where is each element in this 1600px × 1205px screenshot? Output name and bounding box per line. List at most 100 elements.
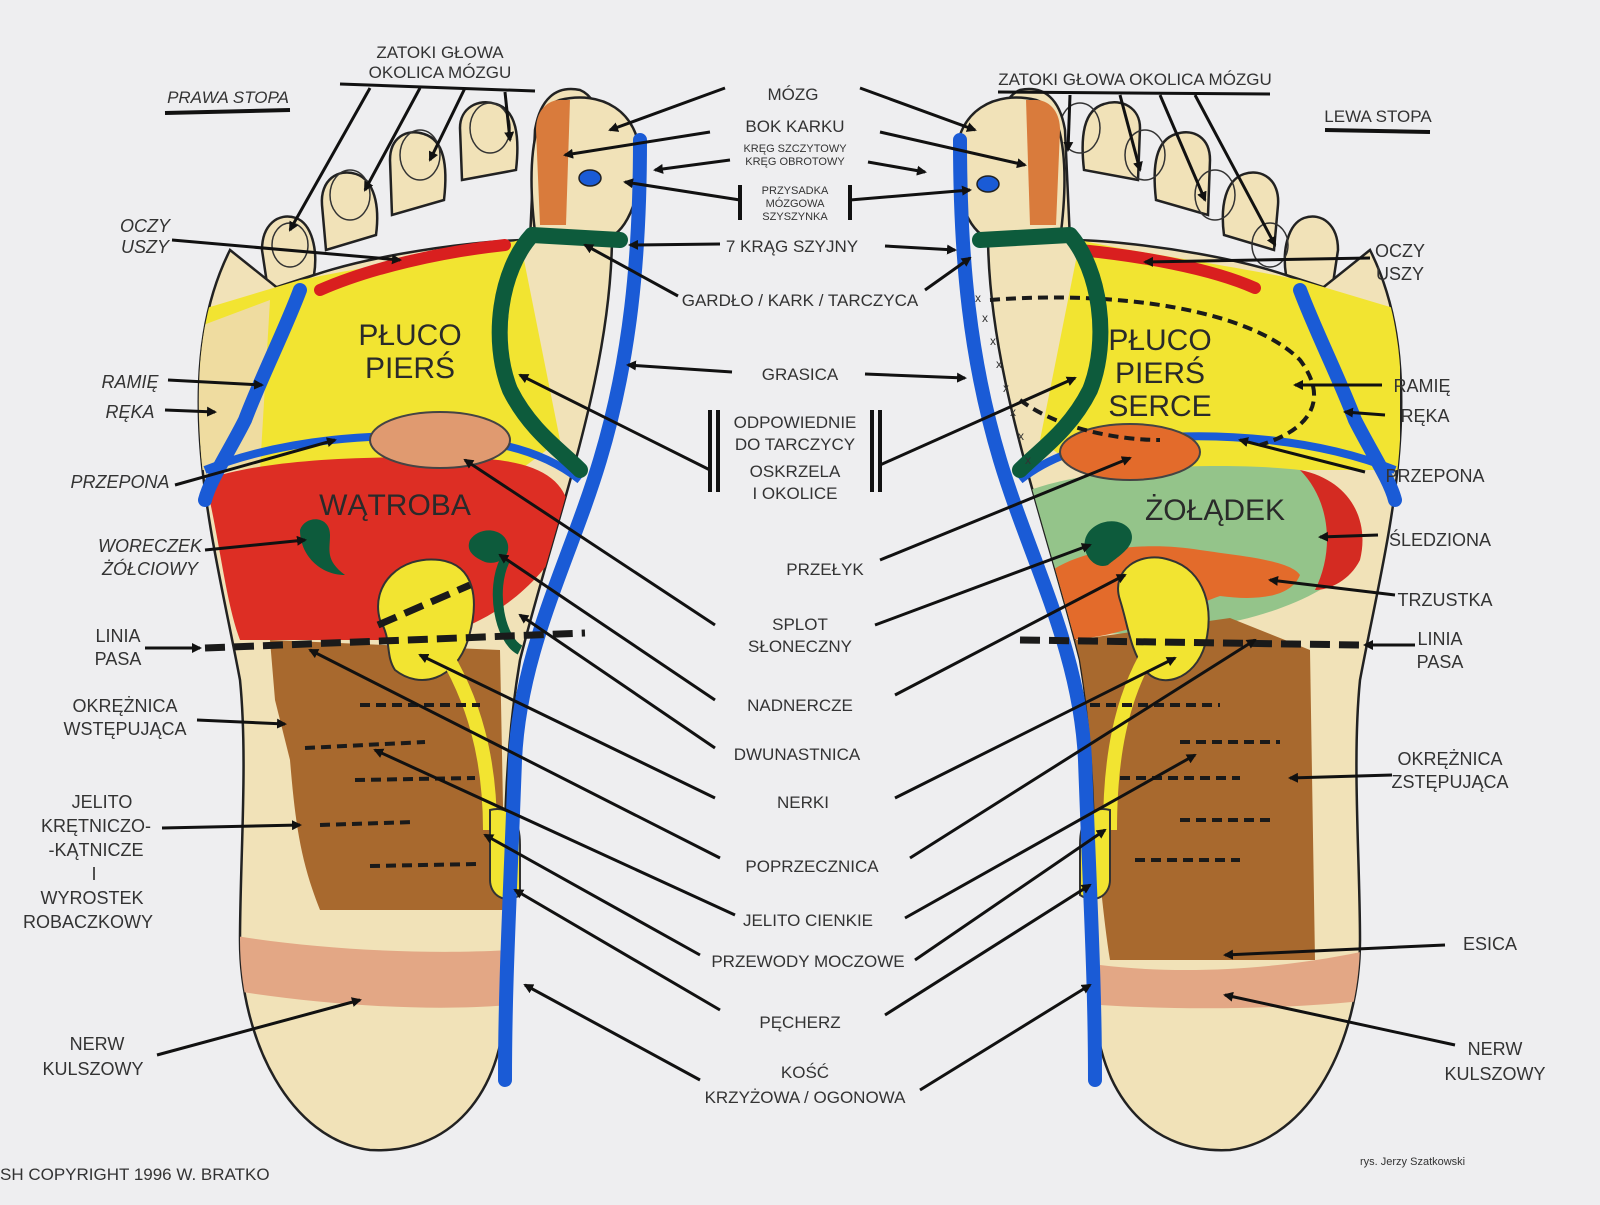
liver-label: WĄTROBA	[319, 489, 471, 522]
center-label-grasica: GRASICA	[762, 365, 839, 384]
center-label-splot: SPLOT	[772, 615, 828, 634]
right-shoulder-zone	[198, 300, 270, 470]
right-adrenal	[468, 530, 509, 563]
right-label-pasa: PASA	[1417, 652, 1464, 672]
left-colon-dashes	[1090, 703, 1280, 862]
right-lung-label-1: PŁUCO	[358, 319, 461, 352]
left-label-woreczek: WORECZEK	[98, 536, 203, 556]
center-label-pecherz: PĘCHERZ	[759, 1013, 840, 1032]
svg-text:x: x	[996, 357, 1002, 371]
center-label-przelyk: PRZEŁYK	[786, 560, 864, 579]
left-foot-title: LEWA STOPA	[1324, 107, 1432, 126]
center-label-mozgowa: MÓZGOWA	[766, 197, 826, 210]
center-brackets	[708, 185, 882, 492]
right-throat-loop	[491, 227, 628, 478]
right-label-kulszowy: KULSZOWY	[1444, 1064, 1545, 1084]
left-label-oczy: OCZY	[120, 216, 172, 236]
right-kidney-waist	[376, 581, 472, 629]
left-side-labels: OCZY USZY RAMIĘ RĘKA PRZEPONA WORECZEK Ż…	[23, 216, 203, 1079]
left-descending-colon	[1075, 618, 1315, 960]
pointer-arrows	[145, 86, 1456, 1092]
left-label-linia: LINIA	[95, 626, 140, 646]
copyright-text: SH COPYRIGHT 1996 W. BRATKO	[0, 1165, 270, 1184]
center-label-jelito-cienkie: JELITO CIENKIE	[743, 911, 873, 930]
right-colon-dashes	[304, 703, 480, 868]
left-spine-x-marks: xxx xxx xx	[975, 291, 1031, 467]
right-duodenum-loop	[492, 557, 523, 655]
right-liver-zone	[205, 457, 570, 640]
left-foot: xxx xxx xx	[953, 87, 1403, 1152]
center-label-dwunastnica: DWUNASTNICA	[734, 745, 861, 764]
right-label-linia: LINIA	[1417, 629, 1462, 649]
center-label-mozg: MÓZG	[768, 85, 819, 104]
right-label-reka: RĘKA	[1400, 406, 1449, 426]
left-label-kretniczo: KRĘTNICZO-	[41, 816, 151, 836]
center-label-okolice: I OKOLICE	[752, 484, 837, 503]
right-arm-nerve	[198, 283, 307, 507]
center-label-kosc: KOŚĆ	[781, 1063, 829, 1082]
center-label-szyszynka: SZYSZYNKA	[762, 211, 828, 223]
svg-text:x: x	[1003, 381, 1009, 395]
right-label-nerw: NERW	[1468, 1039, 1523, 1059]
svg-text:x: x	[1025, 453, 1031, 467]
left-label-zolciowy: ŻÓŁCIOWY	[101, 558, 200, 579]
right-eye-ear-strip	[314, 239, 511, 296]
left-label-robaczkowy: ROBACZKOWY	[23, 912, 153, 932]
top-left-sinus-label-1: ZATOKI GŁOWA	[376, 43, 504, 62]
right-foot	[197, 87, 647, 1152]
left-label-okreznica: OKRĘŻNICA	[72, 696, 177, 716]
center-label-nerki: NERKI	[777, 793, 829, 812]
center-label-przewody: PRZEWODY MOCZOWE	[711, 952, 904, 971]
center-label-gardlo: GARDŁO / KARK / TARCZYCA	[682, 291, 919, 310]
center-label-kreg-obrotowy: KRĘG OBROTOWY	[745, 156, 845, 168]
left-label-pasa: PASA	[95, 649, 142, 669]
svg-text:x: x	[990, 334, 996, 348]
svg-text:x: x	[1010, 405, 1016, 419]
right-label-uszy: USZY	[1376, 264, 1424, 284]
right-second-toe	[458, 101, 519, 182]
right-pituitary-dot	[578, 169, 602, 187]
center-labels: MÓZG BOK KARKU KRĘG SZCZYTOWY KRĘG OBROT…	[682, 85, 919, 1107]
right-foot-title: PRAWA STOPA	[167, 88, 289, 107]
left-label-ramie: RAMIĘ	[101, 372, 159, 392]
left-solar-plexus	[1059, 423, 1201, 481]
left-label-kulszowy: KULSZOWY	[42, 1059, 143, 1079]
svg-text:x: x	[975, 291, 981, 305]
center-label-nadnercze: NADNERCZE	[747, 696, 853, 715]
right-brain-zone	[536, 100, 570, 225]
left-label-jelito: JELITO	[72, 792, 133, 812]
headers: PRAWA STOPA ZATOKI GŁOWA OKOLICA MÓZGU Z…	[164, 43, 1432, 134]
left-label-przepona: PRZEPONA	[70, 472, 169, 492]
left-spleen-zone	[1300, 470, 1363, 590]
right-label-okreznica: OKRĘŻNICA	[1397, 749, 1502, 769]
author-credit: rys. Jerzy Szatkowski	[1360, 1156, 1465, 1168]
left-throat-loop	[972, 227, 1109, 478]
top-right-sinus-label: ZATOKI GŁOWA OKOLICA MÓZGU	[998, 70, 1272, 89]
left-label-wstepujaca: WSTĘPUJĄCA	[63, 719, 186, 739]
left-label-nerw: NERW	[70, 1034, 125, 1054]
left-adrenal	[1084, 521, 1132, 566]
stomach-label: ŻOŁĄDEK	[1145, 494, 1285, 527]
right-label-trzustka: TRZUSTKA	[1397, 590, 1492, 610]
left-label-katnicze: -KĄTNICZE	[48, 840, 143, 860]
svg-text:x: x	[982, 311, 988, 325]
left-label-wyrostek: WYROSTEK	[40, 888, 143, 908]
right-label-esica: ESICA	[1463, 934, 1517, 954]
center-label-sloneczny: SŁONECZNY	[748, 637, 852, 656]
right-fourth-toe	[320, 171, 379, 252]
right-label-zstepujaca: ZSTĘPUJĄCA	[1391, 772, 1508, 792]
organ-labels: PŁUCO PIERŚ WĄTROBA PŁUCO PIERŚ SERCE ŻO…	[319, 319, 1285, 527]
right-solar-plexus	[369, 411, 511, 469]
right-lung-label-2: PIERŚ	[365, 351, 455, 385]
top-left-sinus-label-2: OKOLICA MÓZGU	[369, 63, 512, 82]
left-lung-label-2: PIERŚ	[1115, 356, 1205, 390]
left-third-toe	[1153, 131, 1212, 217]
left-spine-nerve	[953, 133, 1102, 1087]
left-eye-ear-strip	[1074, 244, 1261, 294]
right-gallbladder	[300, 519, 345, 575]
center-label-przysadka: PRZYSADKA	[762, 185, 829, 197]
left-little-toe	[1283, 215, 1340, 292]
center-label-krzyzowa: KRZYŻOWA / OGONOWA	[705, 1088, 907, 1107]
